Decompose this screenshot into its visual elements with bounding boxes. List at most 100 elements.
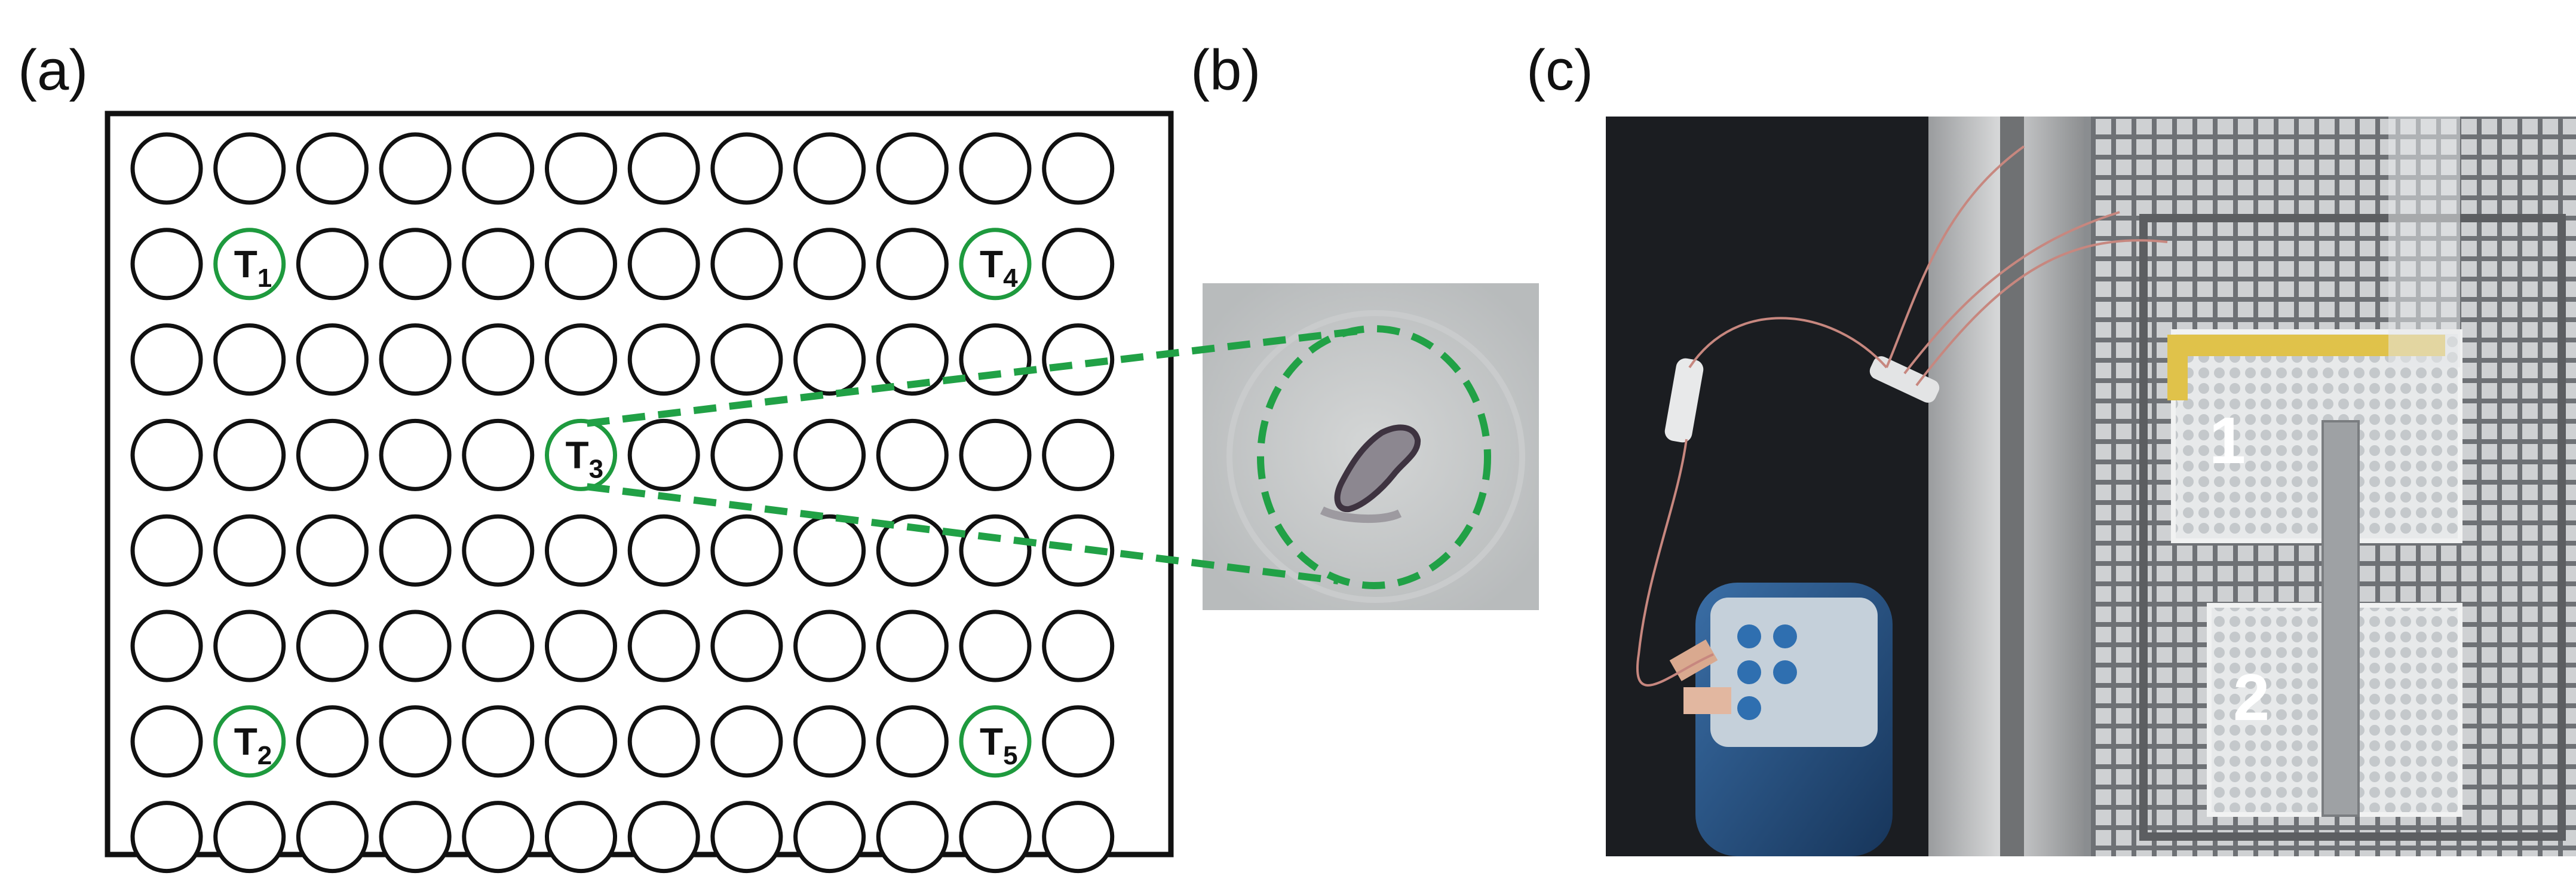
well <box>793 132 866 205</box>
well <box>462 418 535 491</box>
well-label-letter: T <box>980 720 1003 763</box>
well <box>876 801 949 874</box>
well <box>793 228 866 301</box>
well <box>462 514 535 587</box>
zoom-line-bottom <box>586 483 1339 584</box>
well <box>1042 132 1115 205</box>
well <box>627 514 700 587</box>
well <box>876 228 949 301</box>
well-t4 <box>959 228 1032 301</box>
well-label-letter: T <box>980 243 1003 286</box>
well <box>462 801 535 874</box>
well <box>296 514 369 587</box>
tissue-sample <box>1334 424 1421 513</box>
well <box>545 705 617 778</box>
logger-port-2 <box>1737 660 1761 684</box>
well <box>296 132 369 205</box>
well <box>959 323 1032 396</box>
well <box>793 610 866 682</box>
well <box>876 418 949 491</box>
well <box>296 228 369 301</box>
spacer-bar <box>2322 420 2360 817</box>
well <box>959 514 1032 587</box>
well <box>213 132 286 205</box>
well <box>213 418 286 491</box>
well <box>296 705 369 778</box>
well-t1 <box>213 228 286 301</box>
thermocouple-wire-4 <box>1903 211 2120 375</box>
probe-sleeve <box>1664 358 1704 443</box>
well-t3 <box>545 418 617 491</box>
zoom-line-top <box>586 326 1369 427</box>
well-label-letter: T <box>234 720 257 763</box>
well <box>1042 228 1115 301</box>
well-label-letter: T <box>234 243 257 286</box>
well <box>379 132 452 205</box>
well-photo <box>1203 283 1539 610</box>
well <box>130 705 203 778</box>
well-label-subscript: 5 <box>1003 741 1017 770</box>
well <box>710 514 783 587</box>
well <box>710 610 783 682</box>
well <box>627 418 700 491</box>
well <box>876 705 949 778</box>
well-label-letter: T <box>566 433 589 476</box>
logger-port-5 <box>1773 660 1797 684</box>
well <box>793 801 866 874</box>
well <box>462 705 535 778</box>
well <box>710 801 783 874</box>
well <box>130 514 203 587</box>
well-label-t4: T4 <box>980 243 1018 293</box>
well <box>876 610 949 682</box>
well <box>959 801 1032 874</box>
well-label-t2: T2 <box>234 720 272 770</box>
logger-port-1 <box>1737 624 1761 648</box>
well <box>627 228 700 301</box>
well <box>793 705 866 778</box>
probe-sleeve-2 <box>1869 356 1940 403</box>
thermocouple-wire-5 <box>1915 239 2168 387</box>
rail-groove <box>2000 117 2024 856</box>
well <box>876 323 949 396</box>
well <box>627 132 700 205</box>
well-label-subscript: 2 <box>257 741 272 770</box>
zoom-connector <box>586 325 1491 589</box>
well-t2 <box>213 705 286 778</box>
well <box>627 705 700 778</box>
well <box>462 132 535 205</box>
well <box>462 228 535 301</box>
well <box>379 705 452 778</box>
well <box>793 323 866 396</box>
well <box>959 610 1032 682</box>
well <box>130 418 203 491</box>
well <box>959 418 1032 491</box>
zoom-circle <box>1257 325 1491 589</box>
logger-port-3 <box>1737 696 1761 720</box>
well <box>379 801 452 874</box>
well <box>545 801 617 874</box>
well <box>379 514 452 587</box>
mesh-basket <box>2139 214 2566 841</box>
well <box>545 132 617 205</box>
well <box>1042 705 1115 778</box>
tissue-fragment <box>1320 506 1402 523</box>
well <box>379 418 452 491</box>
well <box>627 801 700 874</box>
setup-photo: 1 2 <box>1606 117 2576 856</box>
well <box>1042 418 1115 491</box>
well <box>545 323 617 396</box>
well <box>296 801 369 874</box>
well <box>1042 610 1115 682</box>
well <box>379 228 452 301</box>
well <box>130 801 203 874</box>
well-label-subscript: 3 <box>589 454 603 483</box>
well <box>710 228 783 301</box>
well <box>793 418 866 491</box>
connector-2 <box>1683 687 1731 714</box>
well-rim <box>1226 310 1525 603</box>
well <box>130 132 203 205</box>
well <box>710 418 783 491</box>
